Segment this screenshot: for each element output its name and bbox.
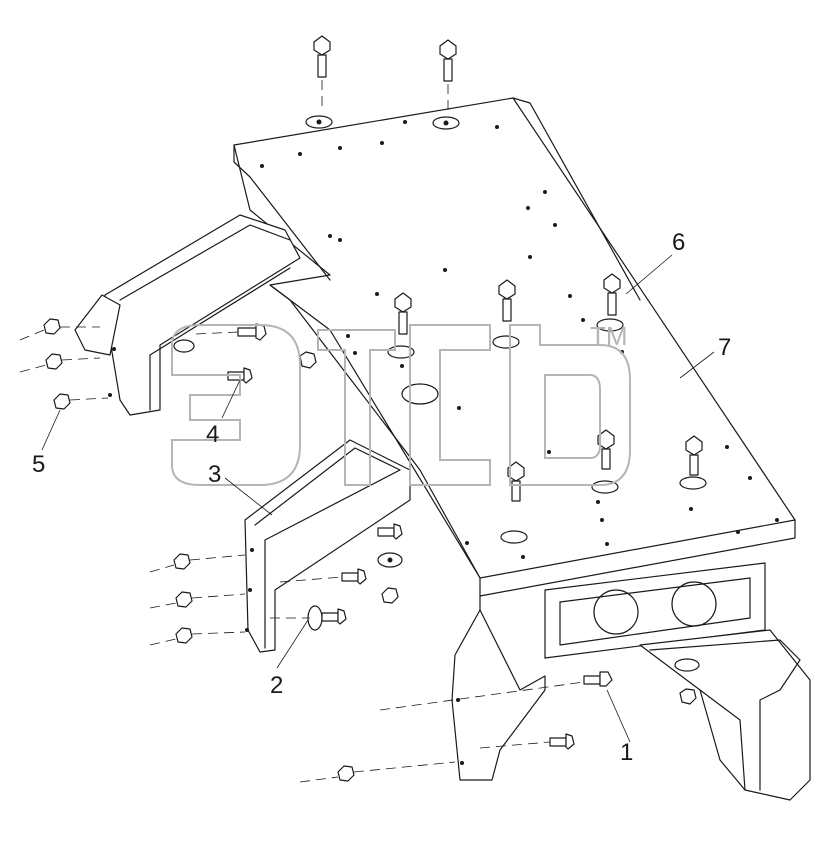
bolt-side-icon xyxy=(270,608,347,625)
nut-icon xyxy=(53,393,109,410)
bolt-side-icon xyxy=(479,733,575,750)
rear-bracket-upper xyxy=(74,214,301,416)
callout-4: 4 xyxy=(206,421,219,448)
nut-icon xyxy=(149,591,246,609)
nut-icon xyxy=(381,587,399,604)
nut-icon xyxy=(299,351,317,369)
bolt-icon xyxy=(432,39,460,130)
nut-icon xyxy=(19,353,101,373)
callout-3: 3 xyxy=(208,461,221,488)
washer-icon xyxy=(377,552,403,568)
bolt-icon xyxy=(500,461,528,544)
washer-icon xyxy=(307,605,323,631)
bolt-side-icon xyxy=(377,523,403,540)
watermark-logo: TM xyxy=(171,321,631,486)
callout-6: 6 xyxy=(672,229,685,256)
bolt-side-icon xyxy=(195,323,267,341)
callout-5: 5 xyxy=(32,451,45,478)
callout-1: 1 xyxy=(620,739,633,766)
nut-icon xyxy=(149,553,246,573)
nut-icon xyxy=(149,627,246,646)
right-rear-bracket xyxy=(639,629,811,801)
top-bolts xyxy=(305,35,707,544)
leader-lines xyxy=(41,254,715,743)
callout-2: 2 xyxy=(270,672,283,699)
bolt-icon xyxy=(305,35,333,129)
bolt-icon xyxy=(679,435,707,490)
bolt-icon xyxy=(492,279,520,349)
lower-leg xyxy=(451,609,546,781)
bolt-icon xyxy=(596,273,624,332)
bolt-side-icon xyxy=(379,671,613,711)
nut-icon xyxy=(299,761,456,783)
trademark-symbol: TM xyxy=(590,321,628,351)
nut-icon xyxy=(674,658,700,705)
nut-icon xyxy=(19,318,100,341)
bolt-side-icon xyxy=(279,568,367,585)
side-fasteners xyxy=(19,318,700,783)
callout-7: 7 xyxy=(718,334,731,361)
